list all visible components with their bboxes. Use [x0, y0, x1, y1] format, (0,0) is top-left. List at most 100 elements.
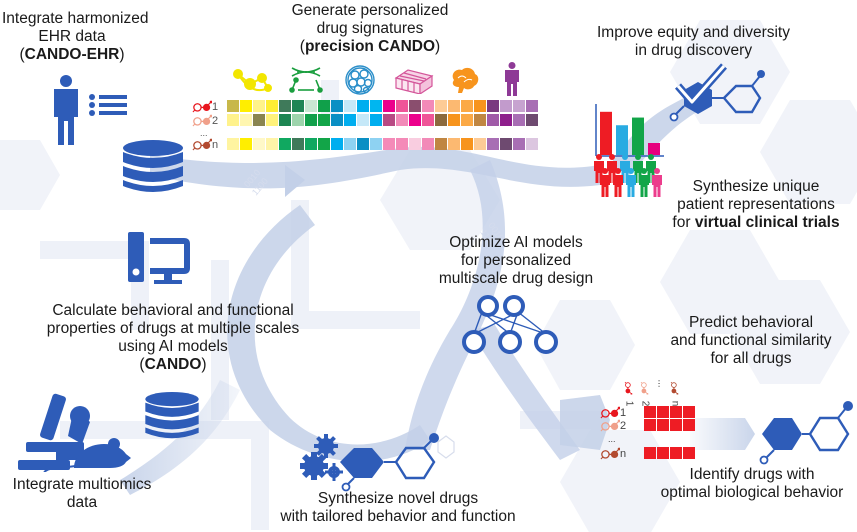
bar-chart-bar	[648, 143, 660, 155]
signature-cell	[526, 138, 538, 150]
signature-cell	[435, 138, 447, 150]
signature-cell	[305, 138, 317, 150]
bg-hexagons	[0, 20, 857, 532]
similarity-col-label: 1	[622, 378, 636, 409]
signature-cell	[422, 100, 434, 112]
signature-cell	[318, 114, 330, 126]
microscope-icon	[18, 393, 90, 470]
similarity-cell	[644, 419, 656, 431]
drug-molecule-icon	[640, 381, 649, 395]
signature-row	[227, 138, 539, 154]
neural-network-icon	[462, 295, 558, 354]
signature-cell	[474, 100, 486, 112]
person-icon	[505, 62, 519, 96]
signature-cell	[513, 114, 525, 126]
bar-chart-bar	[632, 117, 644, 155]
signature-cell	[357, 100, 369, 112]
bar-chart-bar	[616, 125, 628, 155]
similarity-cell	[670, 447, 682, 459]
synthesis-molecule-icon	[300, 433, 455, 492]
flow-arrow-network-a	[405, 160, 506, 450]
step-signatures-label: Generate personalized drug signatures (p…	[291, 2, 449, 55]
step-synthesize-label: Synthesize novel drugs with tailored beh…	[280, 490, 516, 525]
signature-cell	[409, 100, 421, 112]
signature-row-label: 2	[192, 114, 218, 127]
mouse-icon	[43, 438, 131, 472]
similarity-cell	[683, 447, 695, 459]
signature-cell	[383, 138, 395, 150]
signature-cell	[396, 114, 408, 126]
signature-row-label: n	[192, 138, 218, 151]
signature-cell	[227, 114, 239, 126]
microscope-mouse-icon	[18, 393, 131, 472]
signature-cell	[279, 138, 291, 150]
signature-cell	[357, 138, 369, 150]
signature-cell	[422, 114, 434, 126]
tissue-icon	[394, 69, 434, 94]
database-icon	[123, 140, 183, 192]
flow-arrow-network-b	[470, 325, 580, 460]
signature-cell	[292, 114, 304, 126]
similarity-cell	[644, 406, 656, 418]
database-icon-2	[145, 392, 199, 439]
checked-molecule-icon	[669, 63, 765, 122]
signature-cell	[240, 100, 252, 112]
signature-cell	[227, 138, 239, 150]
signature-cell	[435, 114, 447, 126]
flow-arrow-similarity	[560, 395, 610, 450]
signature-cell	[396, 138, 408, 150]
signature-cell	[344, 114, 356, 126]
similarity-row	[644, 419, 696, 431]
signature-cell	[487, 100, 499, 112]
signature-cell	[409, 138, 421, 150]
similarity-cell	[657, 406, 669, 418]
signature-cell	[240, 114, 252, 126]
signature-row-label: ...	[200, 128, 208, 138]
signature-cell	[331, 114, 343, 126]
patient-population-icon	[594, 154, 662, 197]
similarity-row	[644, 447, 696, 459]
step-ehr-label: Integrate harmonized EHR data (CANDO-EHR…	[2, 10, 149, 63]
signature-cell	[461, 138, 473, 150]
step-multiomics-label: Integrate multiomics data	[12, 476, 152, 511]
signature-cell	[448, 100, 460, 112]
similarity-row-label: 2	[600, 419, 626, 432]
signature-cell	[500, 114, 512, 126]
similarity-row-label: n	[600, 447, 626, 460]
signature-cell	[344, 138, 356, 150]
signature-cell	[305, 100, 317, 112]
signature-row	[227, 114, 539, 130]
patient-figure-icon	[639, 168, 649, 197]
protein-interaction-icon	[289, 67, 323, 93]
signature-cell	[461, 114, 473, 126]
signature-cell	[344, 100, 356, 112]
signature-cell	[526, 114, 538, 126]
signature-cell	[292, 138, 304, 150]
similarity-col-label: 2	[638, 378, 652, 409]
step-optimize-label: Optimize AI models for personalized mult…	[438, 234, 594, 287]
similarity-cell	[644, 447, 656, 459]
drug-molecule-icon	[192, 100, 212, 113]
signature-cell	[448, 138, 460, 150]
patient-record-icon	[54, 75, 127, 145]
signature-cell	[331, 138, 343, 150]
signature-cell	[331, 100, 343, 112]
signature-cell	[435, 100, 447, 112]
drug-molecule-icon	[192, 114, 212, 127]
signature-cell	[240, 138, 252, 150]
flow-arrow-identify	[690, 418, 755, 450]
signature-cell	[500, 138, 512, 150]
cell-icon	[345, 65, 375, 95]
step-calculate-label: Calculate behavioral and functional prop…	[46, 302, 300, 373]
patient-figure-icon	[652, 168, 662, 197]
signature-row	[227, 100, 539, 116]
computer-icon	[128, 232, 190, 284]
step-patients-label: Synthesize unique patient representation…	[672, 178, 840, 231]
signature-cell	[409, 114, 421, 126]
drug-molecule-icon	[600, 419, 620, 432]
signature-cell	[305, 114, 317, 126]
signature-cell	[474, 114, 486, 126]
similarity-cell	[683, 419, 695, 431]
